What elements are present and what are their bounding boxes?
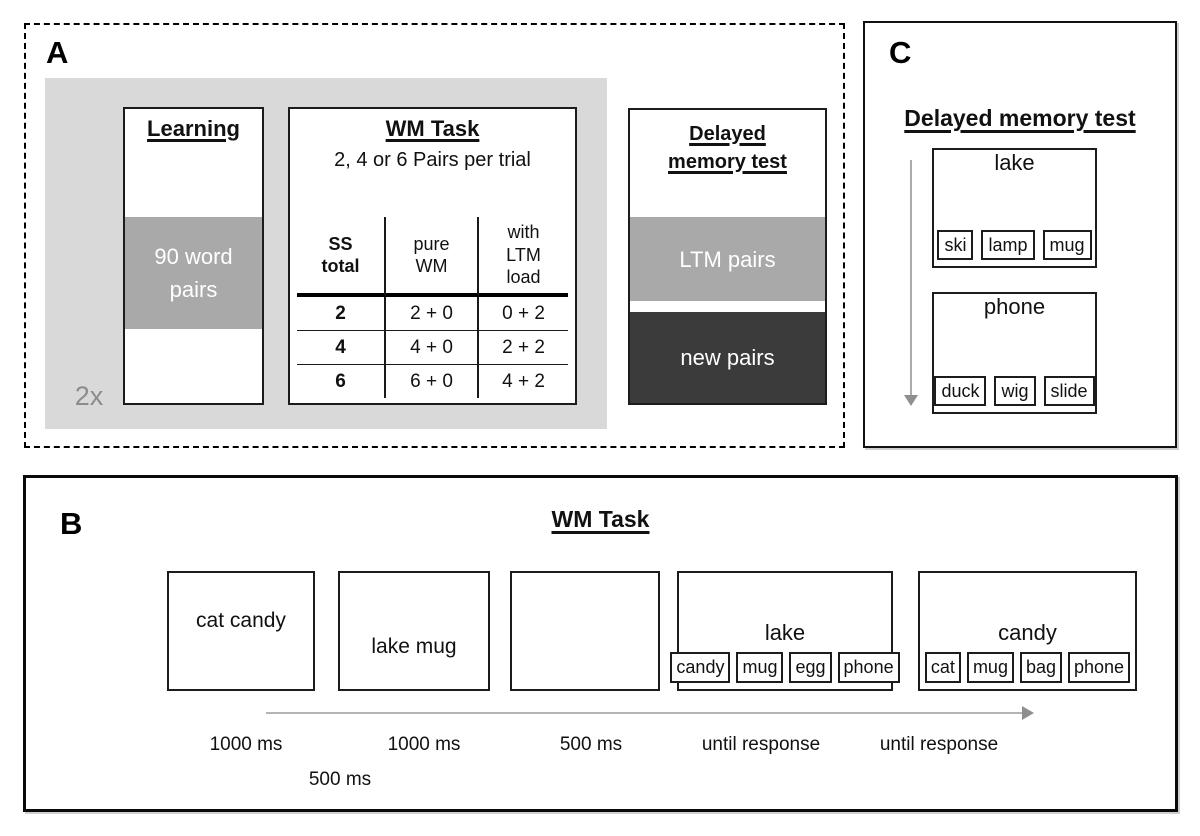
wm-task-title: WM Task	[385, 116, 480, 141]
repeat-count-label: 2x	[74, 381, 104, 411]
option-box: lamp	[981, 230, 1035, 260]
option-box: mug	[736, 652, 784, 683]
table-cell: 4 + 2	[502, 370, 545, 392]
table-cell: 2 + 0	[386, 297, 479, 331]
table-cell: 6 + 0	[386, 365, 479, 398]
option-box: egg	[789, 652, 832, 683]
panel-c-label: C	[889, 35, 912, 70]
screen-word-pair: cat candy	[167, 571, 315, 691]
delayed-test-title: Delayed memory test	[668, 123, 787, 173]
table-cell: 6	[297, 365, 386, 398]
arrow-down-icon	[904, 395, 918, 406]
table-header-ss-total: SS total	[297, 217, 386, 297]
cue-word: candy	[998, 620, 1057, 645]
option-box: slide	[1043, 376, 1095, 406]
option-row: cat mug bag phone	[920, 652, 1135, 683]
set-size-table: SS total pure WM with LTM load 2 2 + 0 0…	[297, 217, 568, 398]
option-box: duck	[934, 376, 987, 406]
pair-text: lake mug	[371, 635, 457, 658]
delayed-trial-box: lake ski lamp mug	[932, 148, 1097, 268]
panel-a-label: A	[46, 35, 69, 70]
option-box: cat	[924, 652, 961, 683]
arrow-right-icon	[1022, 706, 1034, 720]
duration-label: until response	[879, 734, 999, 755]
screen-blank	[510, 571, 660, 691]
table-header-ltm-load: with LTM load	[479, 217, 568, 297]
table-cell: 4	[297, 331, 386, 365]
option-box: mug	[1042, 230, 1092, 260]
session-background: Learning 90 word pairs WM Task 2, 4 or 6…	[45, 78, 607, 429]
wm-task-subtitle: 2, 4 or 6 Pairs per trial	[334, 149, 531, 171]
wm-task-box: WM Task 2, 4 or 6 Pairs per trial SS tot…	[288, 107, 577, 405]
option-box: wig	[994, 376, 1036, 406]
panel-b: B WM Task cat candy lake mug lake candy …	[23, 475, 1178, 812]
duration-label: 500 ms	[559, 734, 623, 755]
learning-box: Learning 90 word pairs	[123, 107, 264, 405]
option-box: bag	[1019, 652, 1062, 683]
panel-c-title: Delayed memory test	[904, 105, 1136, 131]
option-box: ski	[937, 230, 974, 260]
cue-word: lake	[764, 620, 806, 645]
duration-label: until response	[701, 734, 821, 755]
option-row: duck wig slide	[934, 376, 1095, 406]
panel-b-label: B	[60, 506, 83, 541]
duration-label: 1000 ms	[209, 734, 283, 755]
screen-probe: candy cat mug bag phone	[918, 571, 1137, 691]
delayed-trial-box: phone duck wig slide	[932, 292, 1097, 414]
pair-text: cat candy	[196, 609, 286, 632]
time-arrow-right-line	[266, 712, 1022, 714]
screen-probe: lake candy mug egg phone	[670, 571, 900, 691]
cue-word: lake	[994, 150, 1035, 175]
table-cell: 2 + 2	[479, 331, 568, 365]
screen-word-pair: lake mug	[338, 571, 490, 691]
table-header-pure-wm: pure WM	[386, 217, 479, 297]
option-box: phone	[837, 652, 900, 683]
ltm-pairs-band: LTM pairs	[630, 217, 825, 301]
isi-duration-label: 500 ms	[308, 769, 372, 790]
cue-word: phone	[983, 294, 1046, 319]
option-box: phone	[1068, 652, 1131, 683]
table-cell: 2	[297, 297, 386, 331]
option-row: candy mug egg phone	[670, 652, 900, 683]
new-pairs-band: new pairs	[630, 312, 825, 403]
duration-label: 1000 ms	[387, 734, 461, 755]
word-pairs-band: 90 word pairs	[125, 217, 262, 329]
option-row: ski lamp mug	[934, 230, 1095, 260]
panel-a: A Learning 90 word pairs WM Task 2, 4 or…	[24, 23, 845, 448]
option-box: candy	[670, 652, 731, 683]
delayed-test-box: Delayed memory test LTM pairs new pairs	[628, 108, 827, 405]
learning-title: Learning	[147, 116, 240, 141]
time-arrow-down-line	[910, 160, 912, 398]
panel-b-title: WM Task	[551, 506, 650, 532]
option-box: mug	[966, 652, 1014, 683]
table-cell: 4 + 0	[386, 331, 479, 365]
panel-c: C Delayed memory test lake ski lamp mug …	[863, 21, 1177, 448]
table-cell: 0 + 2	[479, 297, 568, 331]
